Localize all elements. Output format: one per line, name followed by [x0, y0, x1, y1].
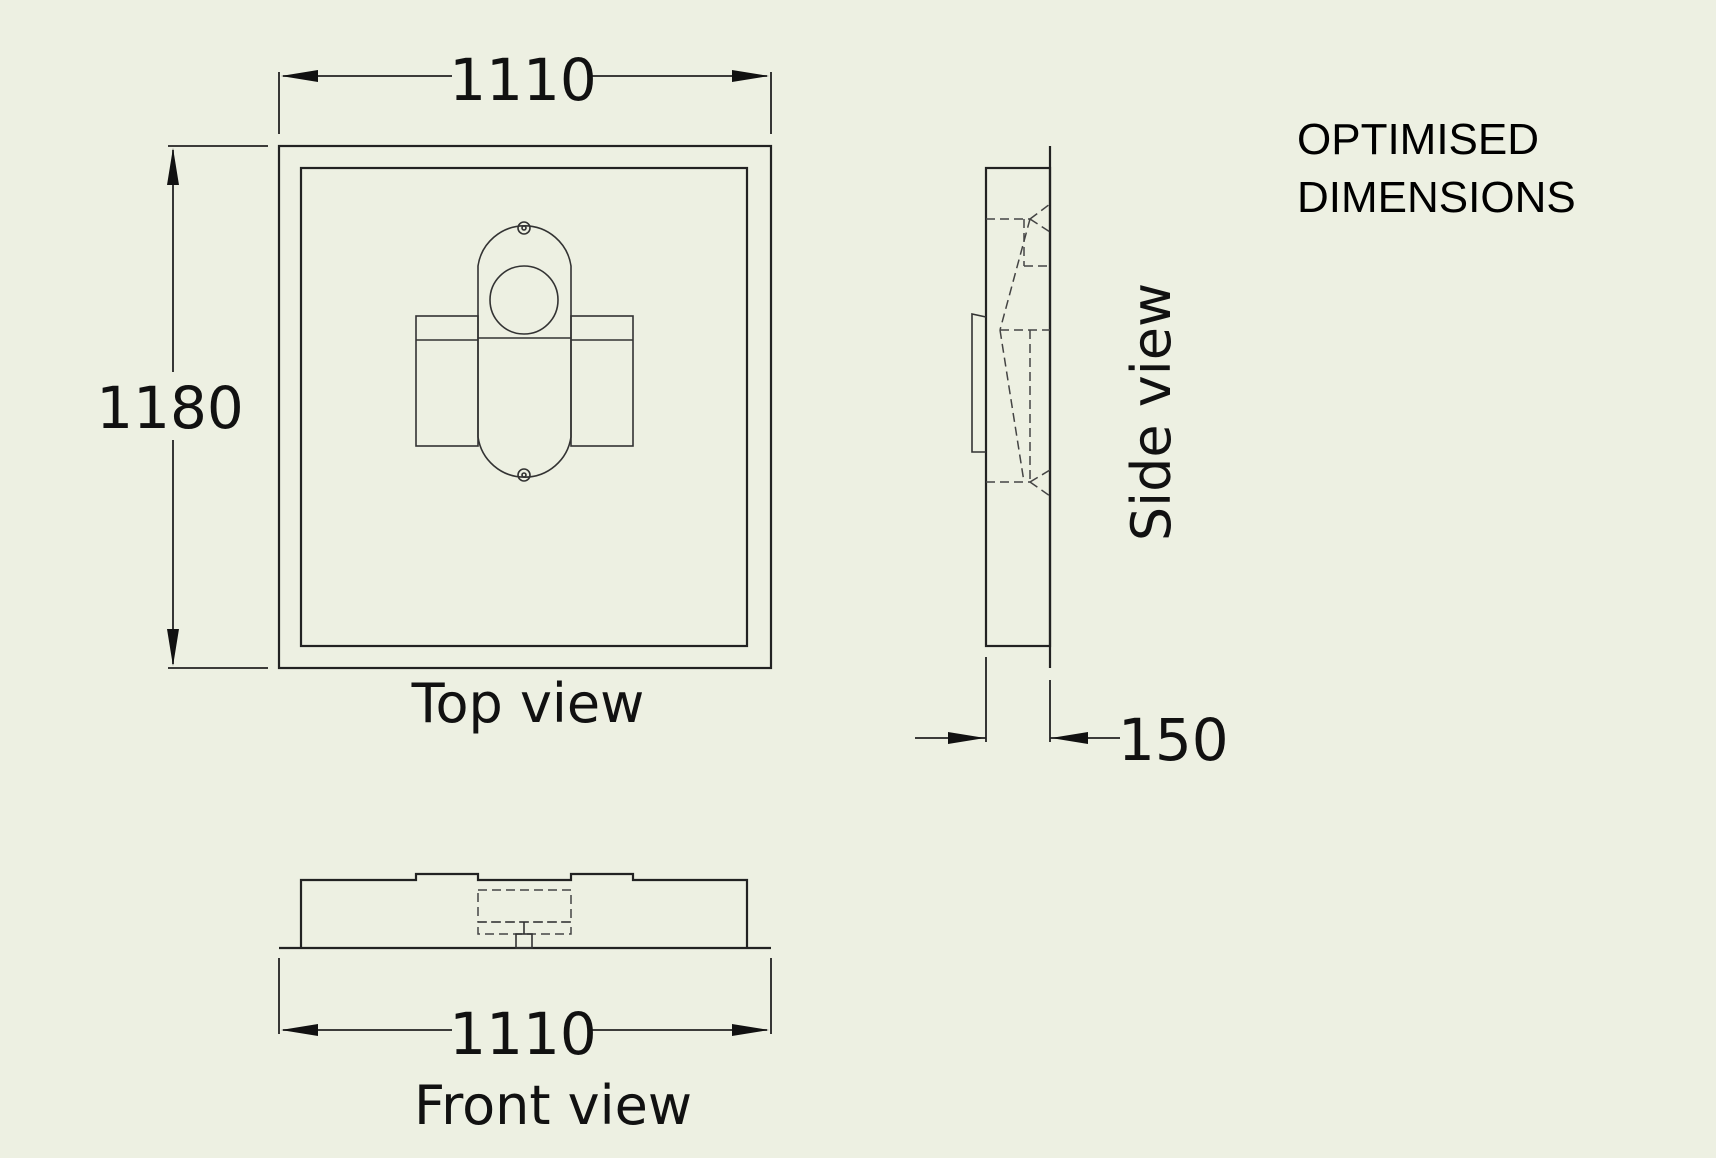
side-depth-dimension: 150 [915, 657, 1229, 774]
top-view-label: Top view [411, 672, 645, 735]
top-view-outer-frame [277, 144, 773, 670]
front-view-profile [299, 872, 749, 948]
top-height-label: 1180 [96, 374, 244, 442]
side-depth-label: 150 [1118, 706, 1229, 774]
side-view-body [984, 166, 1052, 648]
note-line-1: OPTIMISED [1297, 115, 1539, 164]
top-view-round-opening [489, 265, 559, 335]
top-width-label: 1110 [449, 46, 597, 114]
front-view-hidden-housing [477, 889, 572, 923]
front-width-dimension: 1110 [278, 958, 772, 1068]
front-width-label: 1110 [449, 1000, 597, 1068]
front-view-label: Front view [414, 1074, 692, 1137]
top-view-inner-frame [299, 166, 749, 648]
side-view: 150 Side view [915, 146, 1229, 774]
front-view: 1110 Front view [278, 872, 772, 1137]
top-view-center-body [477, 225, 572, 478]
note-line-2: DIMENSIONS [1297, 173, 1576, 222]
top-view-screw-top [517, 221, 531, 235]
top-width-dimension: 1110 [278, 44, 772, 134]
side-view-handle [971, 313, 987, 453]
top-view: 1110 1180 Top view [96, 44, 773, 735]
top-view-left-wing [415, 315, 479, 447]
top-height-dimension: 1180 [96, 145, 268, 669]
top-view-screw-bottom [517, 468, 531, 482]
optimised-dimensions-note: OPTIMISED DIMENSIONS [1297, 115, 1576, 222]
top-view-right-wing [570, 315, 634, 447]
front-view-outlet [515, 933, 533, 949]
side-view-label: Side view [1120, 283, 1183, 541]
